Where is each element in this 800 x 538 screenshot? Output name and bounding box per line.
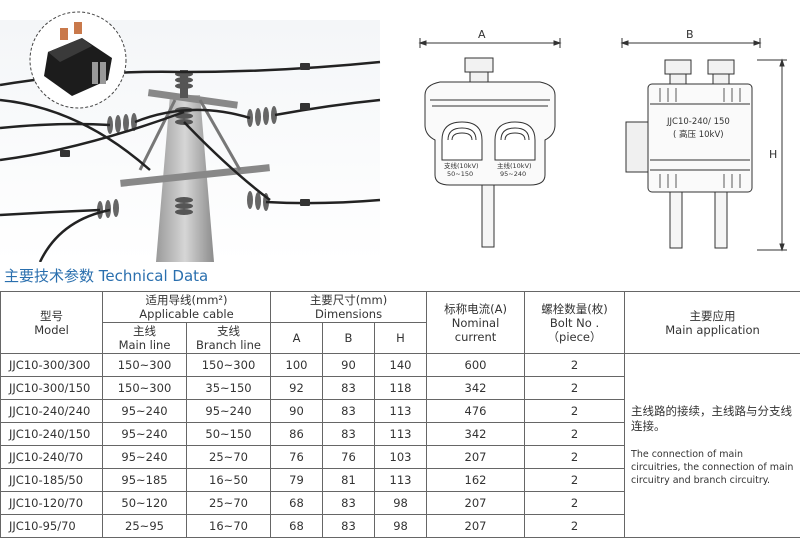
cell-main-application: 主线路的接续，主线路与分支线连接。 The connection of main… (625, 354, 800, 538)
cell-dim-h: 113 (375, 469, 427, 492)
cell-main-line: 25~95 (103, 515, 187, 538)
cell-dim-b: 76 (323, 446, 375, 469)
cell-branch-line: 25~70 (187, 446, 271, 469)
header-main-line: 主线 Main line (103, 323, 187, 354)
cell-dim-a: 68 (271, 515, 323, 538)
cell-dim-a: 100 (271, 354, 323, 377)
cell-dim-a: 76 (271, 446, 323, 469)
cell-current: 207 (427, 515, 525, 538)
cell-model: JJC10-185/50 (1, 469, 103, 492)
cell-dim-b: 83 (323, 515, 375, 538)
cell-bolt: 2 (525, 446, 625, 469)
cell-bolt: 2 (525, 469, 625, 492)
header-nominal-current: 标称电流(A) Nominal current (427, 292, 525, 354)
header-model: 型号 Model (1, 292, 103, 354)
table-header-row-1: 型号 Model 适用导线(mm²) Applicable cable 主要尺寸… (1, 292, 800, 323)
dim-a-label: A (478, 28, 486, 41)
application-text-en: The connection of main circuitries, the … (631, 448, 794, 487)
cell-branch-line: 35~150 (187, 377, 271, 400)
dim-h-label: H (769, 148, 777, 161)
dim-b-label: B (686, 28, 694, 41)
header-bolt-number: 螺栓数量(枚) Bolt No . （piece） (525, 292, 625, 354)
cell-current: 207 (427, 446, 525, 469)
cell-dim-a: 68 (271, 492, 323, 515)
cell-branch-line: 16~70 (187, 515, 271, 538)
cell-dim-h: 118 (375, 377, 427, 400)
main-line-range: 95~240 (500, 170, 526, 178)
cell-dim-b: 83 (323, 377, 375, 400)
technical-data-table: 型号 Model 适用导线(mm²) Applicable cable 主要尺寸… (0, 291, 800, 538)
cell-dim-h: 98 (375, 515, 427, 538)
cell-model: JJC10-120/70 (1, 492, 103, 515)
branch-line-label: 支线(10kV) (444, 161, 479, 170)
cell-dim-h: 113 (375, 423, 427, 446)
cell-model: JJC10-300/300 (1, 354, 103, 377)
cell-dim-h: 140 (375, 354, 427, 377)
cell-dim-a: 79 (271, 469, 323, 492)
application-text-cn: 主线路的接续，主线路与分支线连接。 (631, 404, 794, 434)
cell-current: 162 (427, 469, 525, 492)
cell-dim-b: 90 (323, 354, 375, 377)
cell-current: 342 (427, 423, 525, 446)
connector-voltage-label: ( 高压 10kV) (673, 129, 724, 140)
header-applicable-cable: 适用导线(mm²) Applicable cable (103, 292, 271, 323)
header-branch-line: 支线 Branch line (187, 323, 271, 354)
cell-model: JJC10-95/70 (1, 515, 103, 538)
cell-bolt: 2 (525, 354, 625, 377)
branch-line-range: 50~150 (447, 170, 473, 178)
cell-dim-a: 90 (271, 400, 323, 423)
cell-dim-h: 113 (375, 400, 427, 423)
header-dim-a: A (271, 323, 323, 354)
cell-dim-b: 83 (323, 492, 375, 515)
cell-dim-b: 83 (323, 400, 375, 423)
table-row: JJC10-300/300 150~300 150~300 100 90 140… (1, 354, 800, 377)
cell-main-line: 150~300 (103, 354, 187, 377)
cell-current: 342 (427, 377, 525, 400)
cell-branch-line: 25~70 (187, 492, 271, 515)
section-title: 主要技术参数 Technical Data (4, 265, 208, 286)
cell-bolt: 2 (525, 423, 625, 446)
cell-model: JJC10-240/70 (1, 446, 103, 469)
side-view-drawing (622, 38, 787, 250)
cell-bolt: 2 (525, 515, 625, 538)
cell-main-line: 95~240 (103, 423, 187, 446)
main-line-label: 主线(10kV) (497, 161, 532, 170)
cell-main-line: 50~120 (103, 492, 187, 515)
cell-bolt: 2 (525, 492, 625, 515)
cell-main-line: 150~300 (103, 377, 187, 400)
cell-bolt: 2 (525, 400, 625, 423)
cell-dim-h: 103 (375, 446, 427, 469)
pole-photo (0, 12, 380, 262)
cell-dim-b: 81 (323, 469, 375, 492)
header-main-application: 主要应用 Main application (625, 292, 800, 354)
cell-main-line: 95~185 (103, 469, 187, 492)
header-dimensions: 主要尺寸(mm) Dimensions (271, 292, 427, 323)
cell-branch-line: 50~150 (187, 423, 271, 446)
cell-branch-line: 95~240 (187, 400, 271, 423)
cell-model: JJC10-240/150 (1, 423, 103, 446)
cell-dim-a: 92 (271, 377, 323, 400)
cell-main-line: 95~240 (103, 400, 187, 423)
cell-bolt: 2 (525, 377, 625, 400)
cell-dim-b: 83 (323, 423, 375, 446)
cell-dim-a: 86 (271, 423, 323, 446)
header-dim-b: B (323, 323, 375, 354)
cell-current: 600 (427, 354, 525, 377)
cell-current: 476 (427, 400, 525, 423)
cell-branch-line: 150~300 (187, 354, 271, 377)
front-view-drawing (420, 38, 560, 247)
product-illustration: A 支线(10kV) 50~150 主线(10kV) 95~240 (0, 0, 800, 262)
cell-branch-line: 16~50 (187, 469, 271, 492)
cell-main-line: 95~240 (103, 446, 187, 469)
connector-model-label: JJC10-240/ 150 (666, 117, 730, 127)
header-dim-h: H (375, 323, 427, 354)
cell-current: 207 (427, 492, 525, 515)
cell-model: JJC10-300/150 (1, 377, 103, 400)
cell-dim-h: 98 (375, 492, 427, 515)
cell-model: JJC10-240/240 (1, 400, 103, 423)
